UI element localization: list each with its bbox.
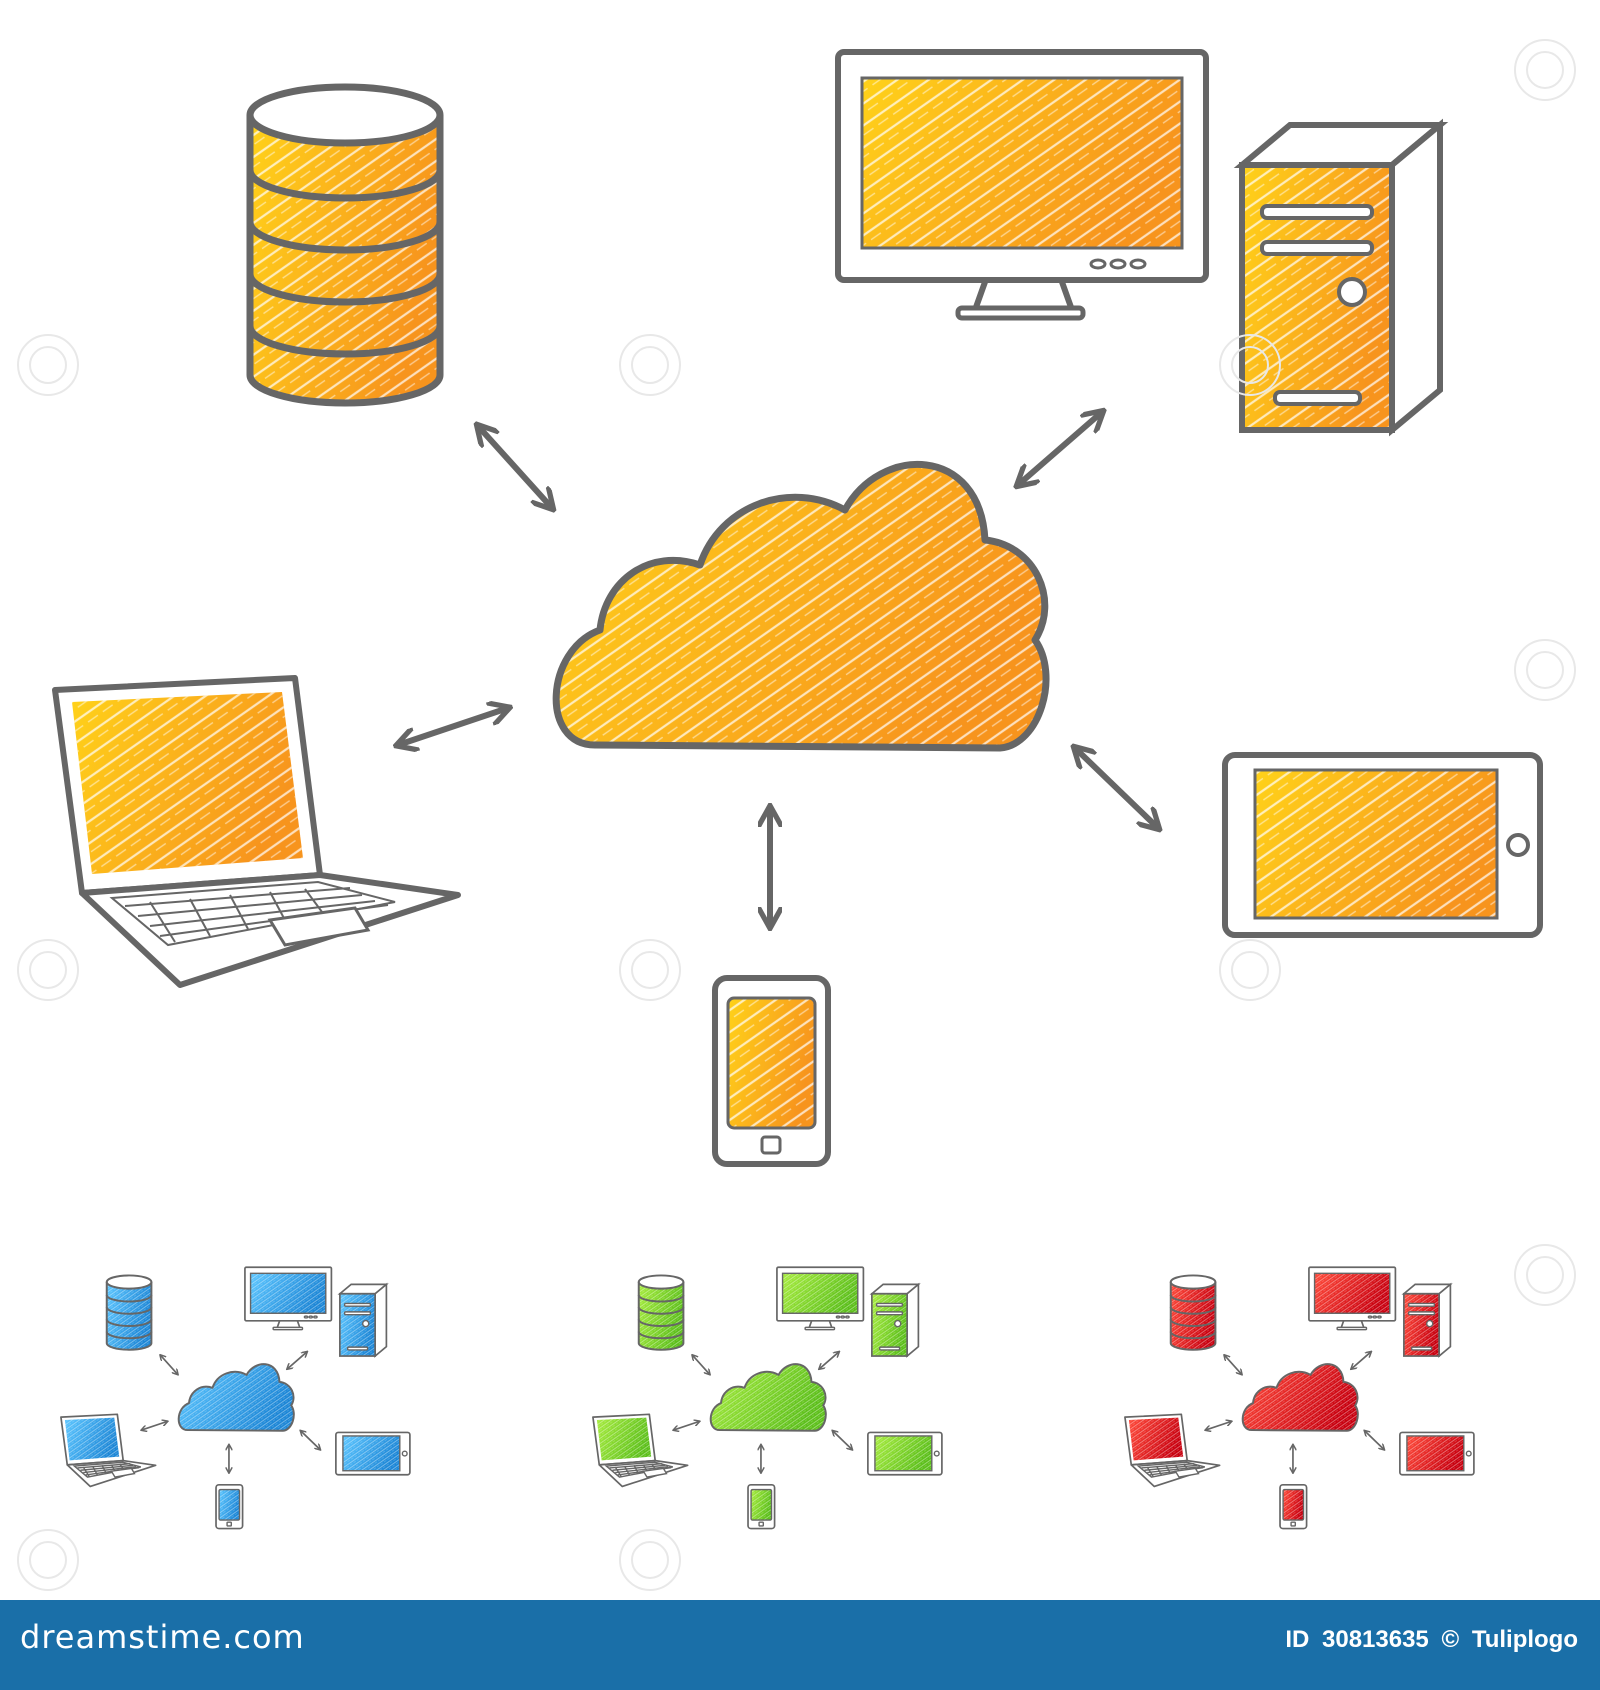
cloud-icon <box>1241 1363 1359 1432</box>
variant-red-scene <box>1124 1266 1475 1530</box>
tablet-icon <box>1222 752 1543 938</box>
footer-bar: dreamstime.com ID 30813635 © Tuliplogo <box>0 1600 1600 1690</box>
connection-arrows <box>398 412 1158 926</box>
arrow-database-cloud <box>478 426 552 508</box>
tablet-icon <box>1399 1431 1475 1476</box>
arrow-laptop-cloud <box>142 1421 168 1430</box>
arrow-desktop-cloud <box>1018 412 1102 485</box>
desktop-monitor-icon <box>1308 1266 1397 1331</box>
main-scene <box>592 1266 943 1530</box>
connection-arrows <box>142 1352 321 1473</box>
laptop-icon <box>1124 1413 1221 1488</box>
desktop-monitor-icon <box>244 1266 333 1331</box>
arrow-laptop-cloud <box>674 1421 700 1430</box>
connection-arrows <box>1206 1352 1385 1473</box>
variant-blue-scene <box>60 1266 411 1530</box>
connection-arrows <box>674 1352 853 1473</box>
arrow-database-cloud <box>1224 1355 1241 1374</box>
author-name: Tuliplogo <box>1471 1626 1578 1653</box>
id-label: ID <box>1285 1626 1310 1653</box>
arrow-desktop-cloud <box>819 1352 839 1369</box>
cloud-icon <box>552 461 1050 752</box>
color-variants <box>60 1266 1475 1530</box>
main-scene <box>60 1266 411 1530</box>
desktop-monitor-icon <box>776 1266 865 1331</box>
arrow-database-cloud <box>692 1355 709 1374</box>
site-logo: dreamstime.com <box>20 1618 305 1656</box>
desktop-monitor-icon <box>835 49 1209 321</box>
image-credit: ID 30813635 © Tuliplogo <box>1279 1626 1578 1654</box>
arrow-tablet-cloud <box>1075 748 1158 828</box>
laptop-icon <box>60 1413 157 1488</box>
arrow-laptop-cloud <box>398 708 508 745</box>
variant-green-scene <box>592 1266 943 1530</box>
pc-tower-icon <box>1233 118 1449 437</box>
watermark-pattern <box>17 39 1576 1591</box>
database-icon <box>637 1274 685 1351</box>
smartphone-icon <box>1279 1483 1308 1530</box>
database-icon <box>105 1274 153 1351</box>
cloud-icon <box>709 1363 827 1432</box>
smartphone-icon <box>215 1483 244 1530</box>
id-value: 30813635 <box>1322 1626 1429 1653</box>
database-icon <box>246 83 444 407</box>
pc-tower-icon <box>1401 1282 1453 1358</box>
arrow-desktop-cloud <box>287 1352 307 1369</box>
arrow-tablet-cloud <box>833 1431 853 1450</box>
database-icon <box>1169 1274 1217 1351</box>
pc-tower-icon <box>337 1282 389 1358</box>
main-scene <box>52 49 1543 1167</box>
cloud-network-diagram <box>17 39 1576 1591</box>
cloud-icon <box>177 1363 295 1432</box>
smartphone-icon <box>747 1483 776 1530</box>
arrow-desktop-cloud <box>1351 1352 1371 1369</box>
arrow-database-cloud <box>160 1355 177 1374</box>
arrow-laptop-cloud <box>1206 1421 1232 1430</box>
arrow-tablet-cloud <box>1365 1431 1385 1450</box>
arrow-tablet-cloud <box>301 1431 321 1450</box>
tablet-icon <box>867 1431 943 1476</box>
main-scene <box>1124 1266 1475 1530</box>
tablet-icon <box>335 1431 411 1476</box>
copyright-symbol: © <box>1441 1626 1460 1653</box>
smartphone-icon <box>712 975 831 1167</box>
laptop-icon <box>52 675 461 988</box>
laptop-icon <box>592 1413 689 1488</box>
pc-tower-icon <box>869 1282 921 1358</box>
